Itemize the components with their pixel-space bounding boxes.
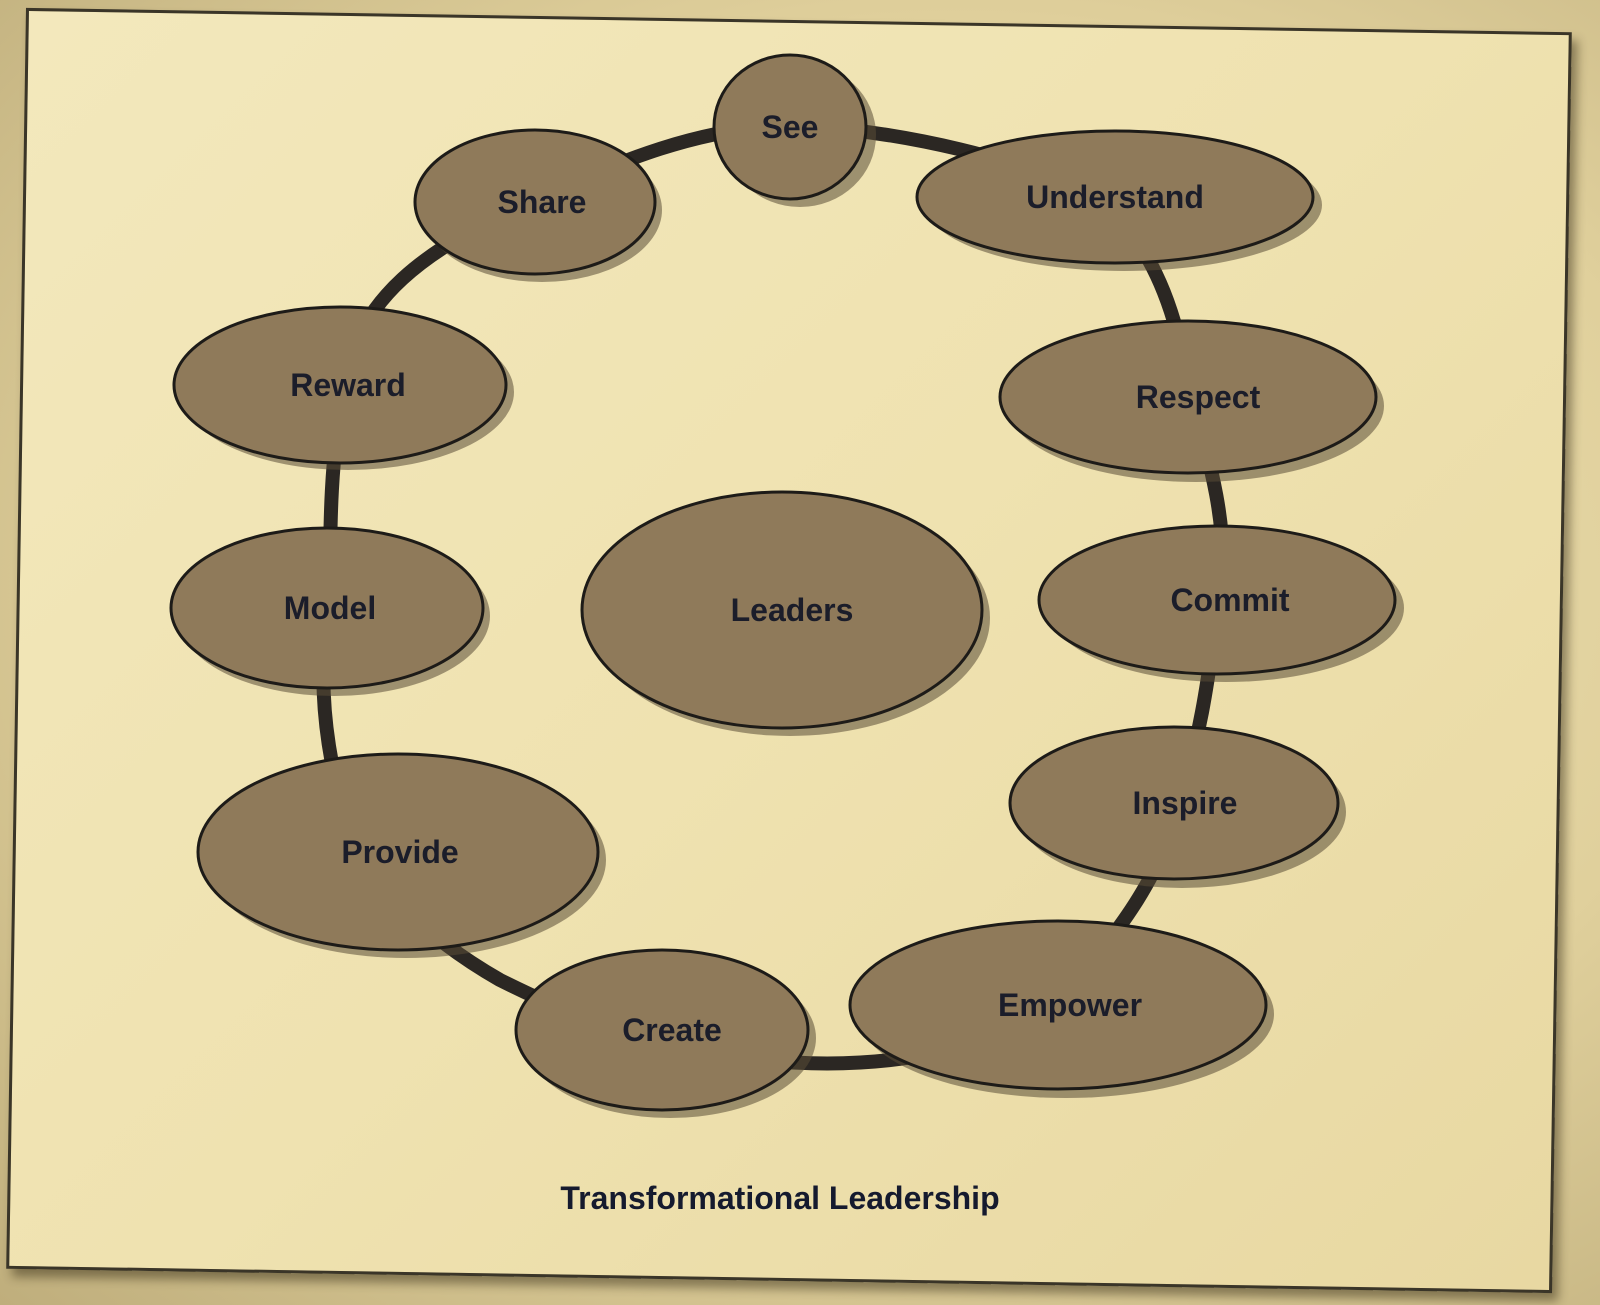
node-label-reward: Reward [290, 367, 406, 403]
node-label-inspire: Inspire [1133, 785, 1238, 821]
node-label-share: Share [498, 184, 587, 220]
node-label-create: Create [622, 1012, 722, 1048]
node-leaders: Leaders [580, 490, 984, 730]
node-share: Share [413, 128, 657, 276]
node-reward: Reward [172, 305, 508, 465]
node-understand: Understand [915, 129, 1315, 265]
node-commit: Commit [1037, 524, 1397, 676]
node-label-respect: Respect [1136, 379, 1261, 415]
node-label-commit: Commit [1170, 582, 1289, 618]
node-label-provide: Provide [341, 834, 458, 870]
node-label-empower: Empower [998, 987, 1142, 1023]
node-label-see: See [762, 109, 819, 145]
node-see: See [712, 53, 868, 201]
node-model: Model [169, 526, 485, 690]
node-empower: Empower [848, 919, 1268, 1091]
node-label-understand: Understand [1026, 179, 1204, 215]
node-provide: Provide [196, 752, 600, 952]
node-respect: Respect [998, 319, 1378, 475]
node-inspire: Inspire [1008, 725, 1340, 881]
node-label-leaders: Leaders [731, 592, 854, 628]
node-label-model: Model [284, 590, 376, 626]
node-create: Create [514, 948, 810, 1112]
figure-caption: Transformational Leadership [560, 1180, 1000, 1216]
